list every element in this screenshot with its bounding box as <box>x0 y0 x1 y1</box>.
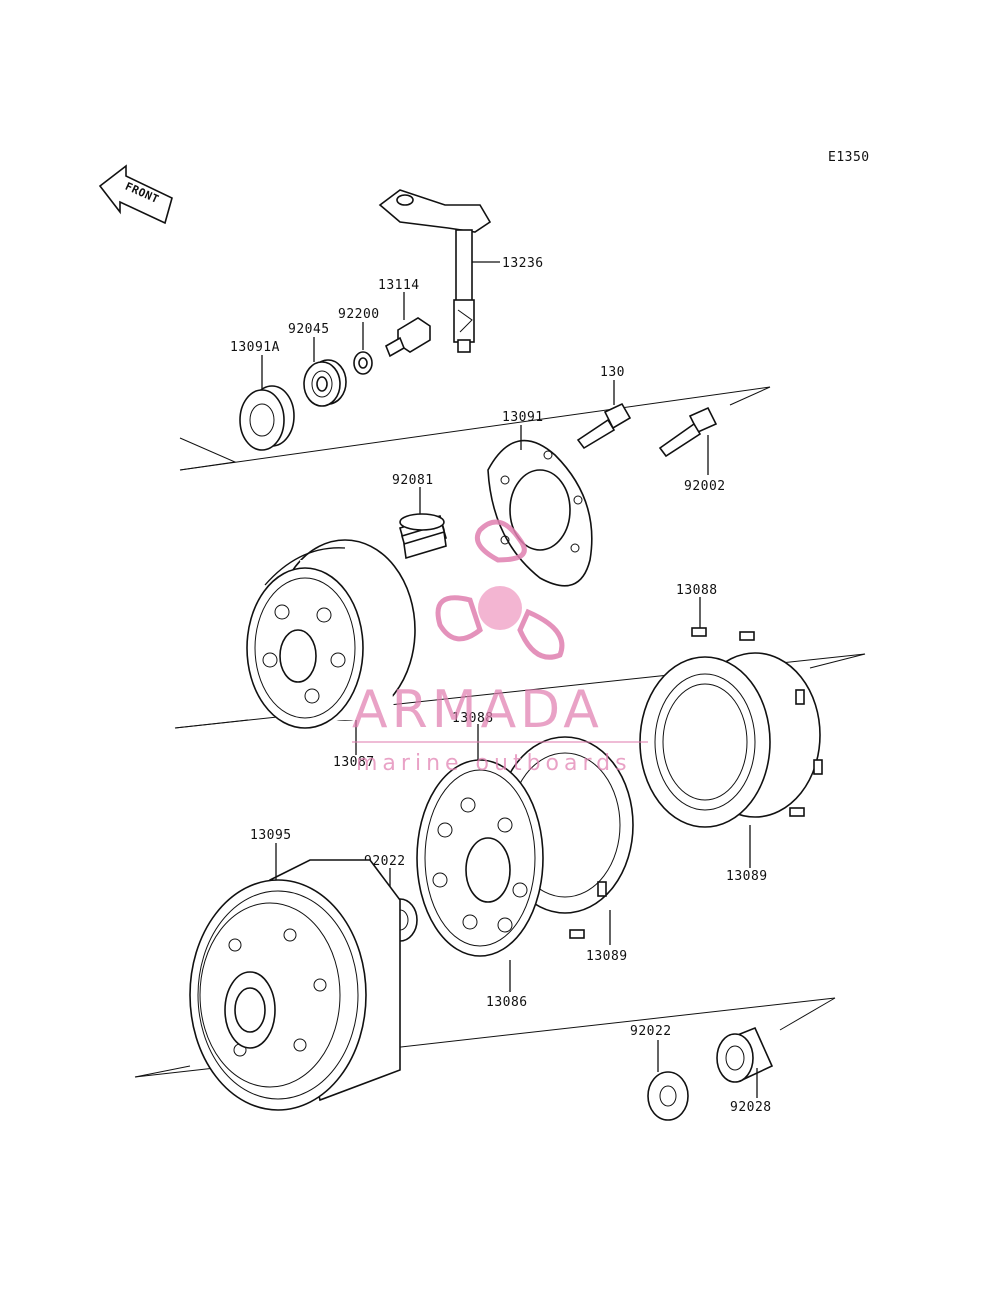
label-13088-upper: 13088 <box>676 583 718 598</box>
diagram-code: E1350 <box>828 150 870 165</box>
label-92028: 92028 <box>730 1100 772 1115</box>
label-92022-lower: 92022 <box>630 1024 672 1039</box>
part-13095-housing[interactable]: 13095 <box>189 828 401 1111</box>
label-13114: 13114 <box>378 278 420 293</box>
front-arrow-icon: FRONT <box>98 164 173 225</box>
part-13114-pin[interactable]: 13114 <box>378 278 431 358</box>
propeller-logo-icon <box>435 519 565 660</box>
watermark-tagline: marine outboards <box>356 751 632 776</box>
part-92022-washer-lower[interactable]: 92022 <box>630 1024 689 1121</box>
label-13088-middle: 13088 <box>452 711 494 726</box>
label-13086: 13086 <box>486 995 528 1010</box>
watermark-brand: ARMADA <box>352 680 603 740</box>
label-92200: 92200 <box>338 307 380 322</box>
label-92081: 92081 <box>392 473 434 488</box>
part-92081-spring[interactable]: 92081 <box>392 473 447 560</box>
label-13091A: 13091A <box>230 340 280 355</box>
label-13087: 13087 <box>333 755 375 770</box>
armada-watermark: ARMADA marine outboards <box>352 519 648 776</box>
part-13091-plate[interactable]: 13091 <box>487 410 593 587</box>
part-13088-friction-upper[interactable]: 13088 13089 <box>639 583 823 884</box>
part-130-bolt[interactable]: 130 <box>576 365 632 450</box>
label-130: 130 <box>600 365 625 380</box>
part-13091A-seal[interactable]: 13091A <box>230 340 295 451</box>
part-13087-hub[interactable]: 13087 <box>246 539 416 770</box>
part-13236-lever[interactable]: 13236 <box>378 189 544 353</box>
part-13086-plate[interactable]: 13086 <box>416 759 544 1010</box>
label-92045: 92045 <box>288 322 330 337</box>
part-92200-washer[interactable]: 92200 <box>338 307 380 375</box>
label-13095: 13095 <box>250 828 292 843</box>
part-92002-bolt[interactable]: 92002 <box>658 406 726 494</box>
part-92028-collar[interactable]: 92028 <box>716 1026 774 1115</box>
label-13089-middle: 13089 <box>586 949 628 964</box>
label-13236: 13236 <box>502 256 544 271</box>
part-92045-bearing[interactable]: 92045 <box>288 322 347 407</box>
label-92002: 92002 <box>684 479 726 494</box>
label-13089-right: 13089 <box>726 869 768 884</box>
label-13091: 13091 <box>502 410 544 425</box>
